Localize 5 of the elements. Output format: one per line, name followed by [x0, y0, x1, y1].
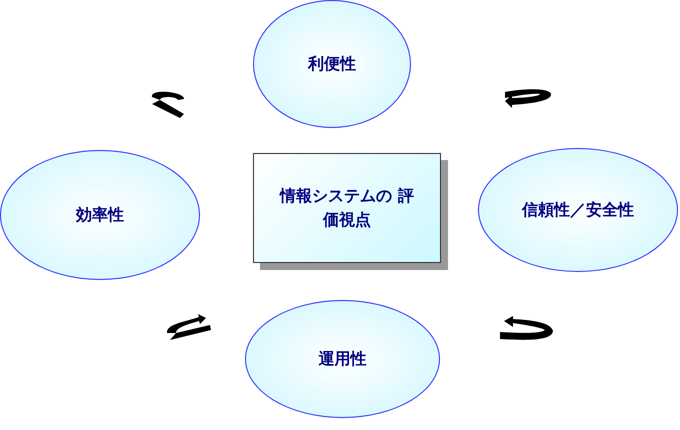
node-label: 効率性	[76, 204, 124, 226]
node-label: 利便性	[308, 53, 356, 75]
node-label: 信頼性／安全性	[522, 199, 634, 221]
node-label: 情報システムの 評価視点	[278, 185, 415, 231]
node-label: 運用性	[318, 348, 366, 370]
